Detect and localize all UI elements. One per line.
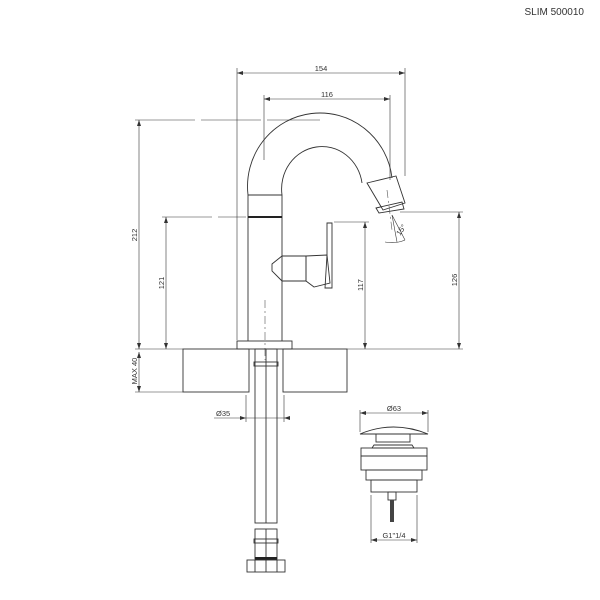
faucet-body [236,112,406,360]
dim-counter-max: MAX 40 [130,358,139,385]
countertop-section [182,348,348,393]
dim-hole-diameter: Ø35 [216,409,230,418]
drain-plug [359,426,429,522]
dim-drain-thread: G1"1/4 [382,531,405,540]
drawing-title: SLIM 500010 [524,7,585,18]
dimension-lines [135,68,463,543]
dim-spout-angle: 15° [394,223,408,237]
dim-height-total: 212 [130,229,139,242]
dim-width-total: 154 [315,64,328,73]
dim-handle-height: 121 [157,277,166,290]
supply-pipe [246,348,286,573]
dim-spout-height: 126 [450,274,459,287]
dim-drain-diameter: Ø63 [387,404,401,413]
dim-spout-reach: 116 [321,90,333,99]
dimension-labels: 154 116 212 121 117 126 15° MAX 40 Ø35 Ø… [130,64,459,540]
dim-lever-height: 117 [356,279,365,291]
